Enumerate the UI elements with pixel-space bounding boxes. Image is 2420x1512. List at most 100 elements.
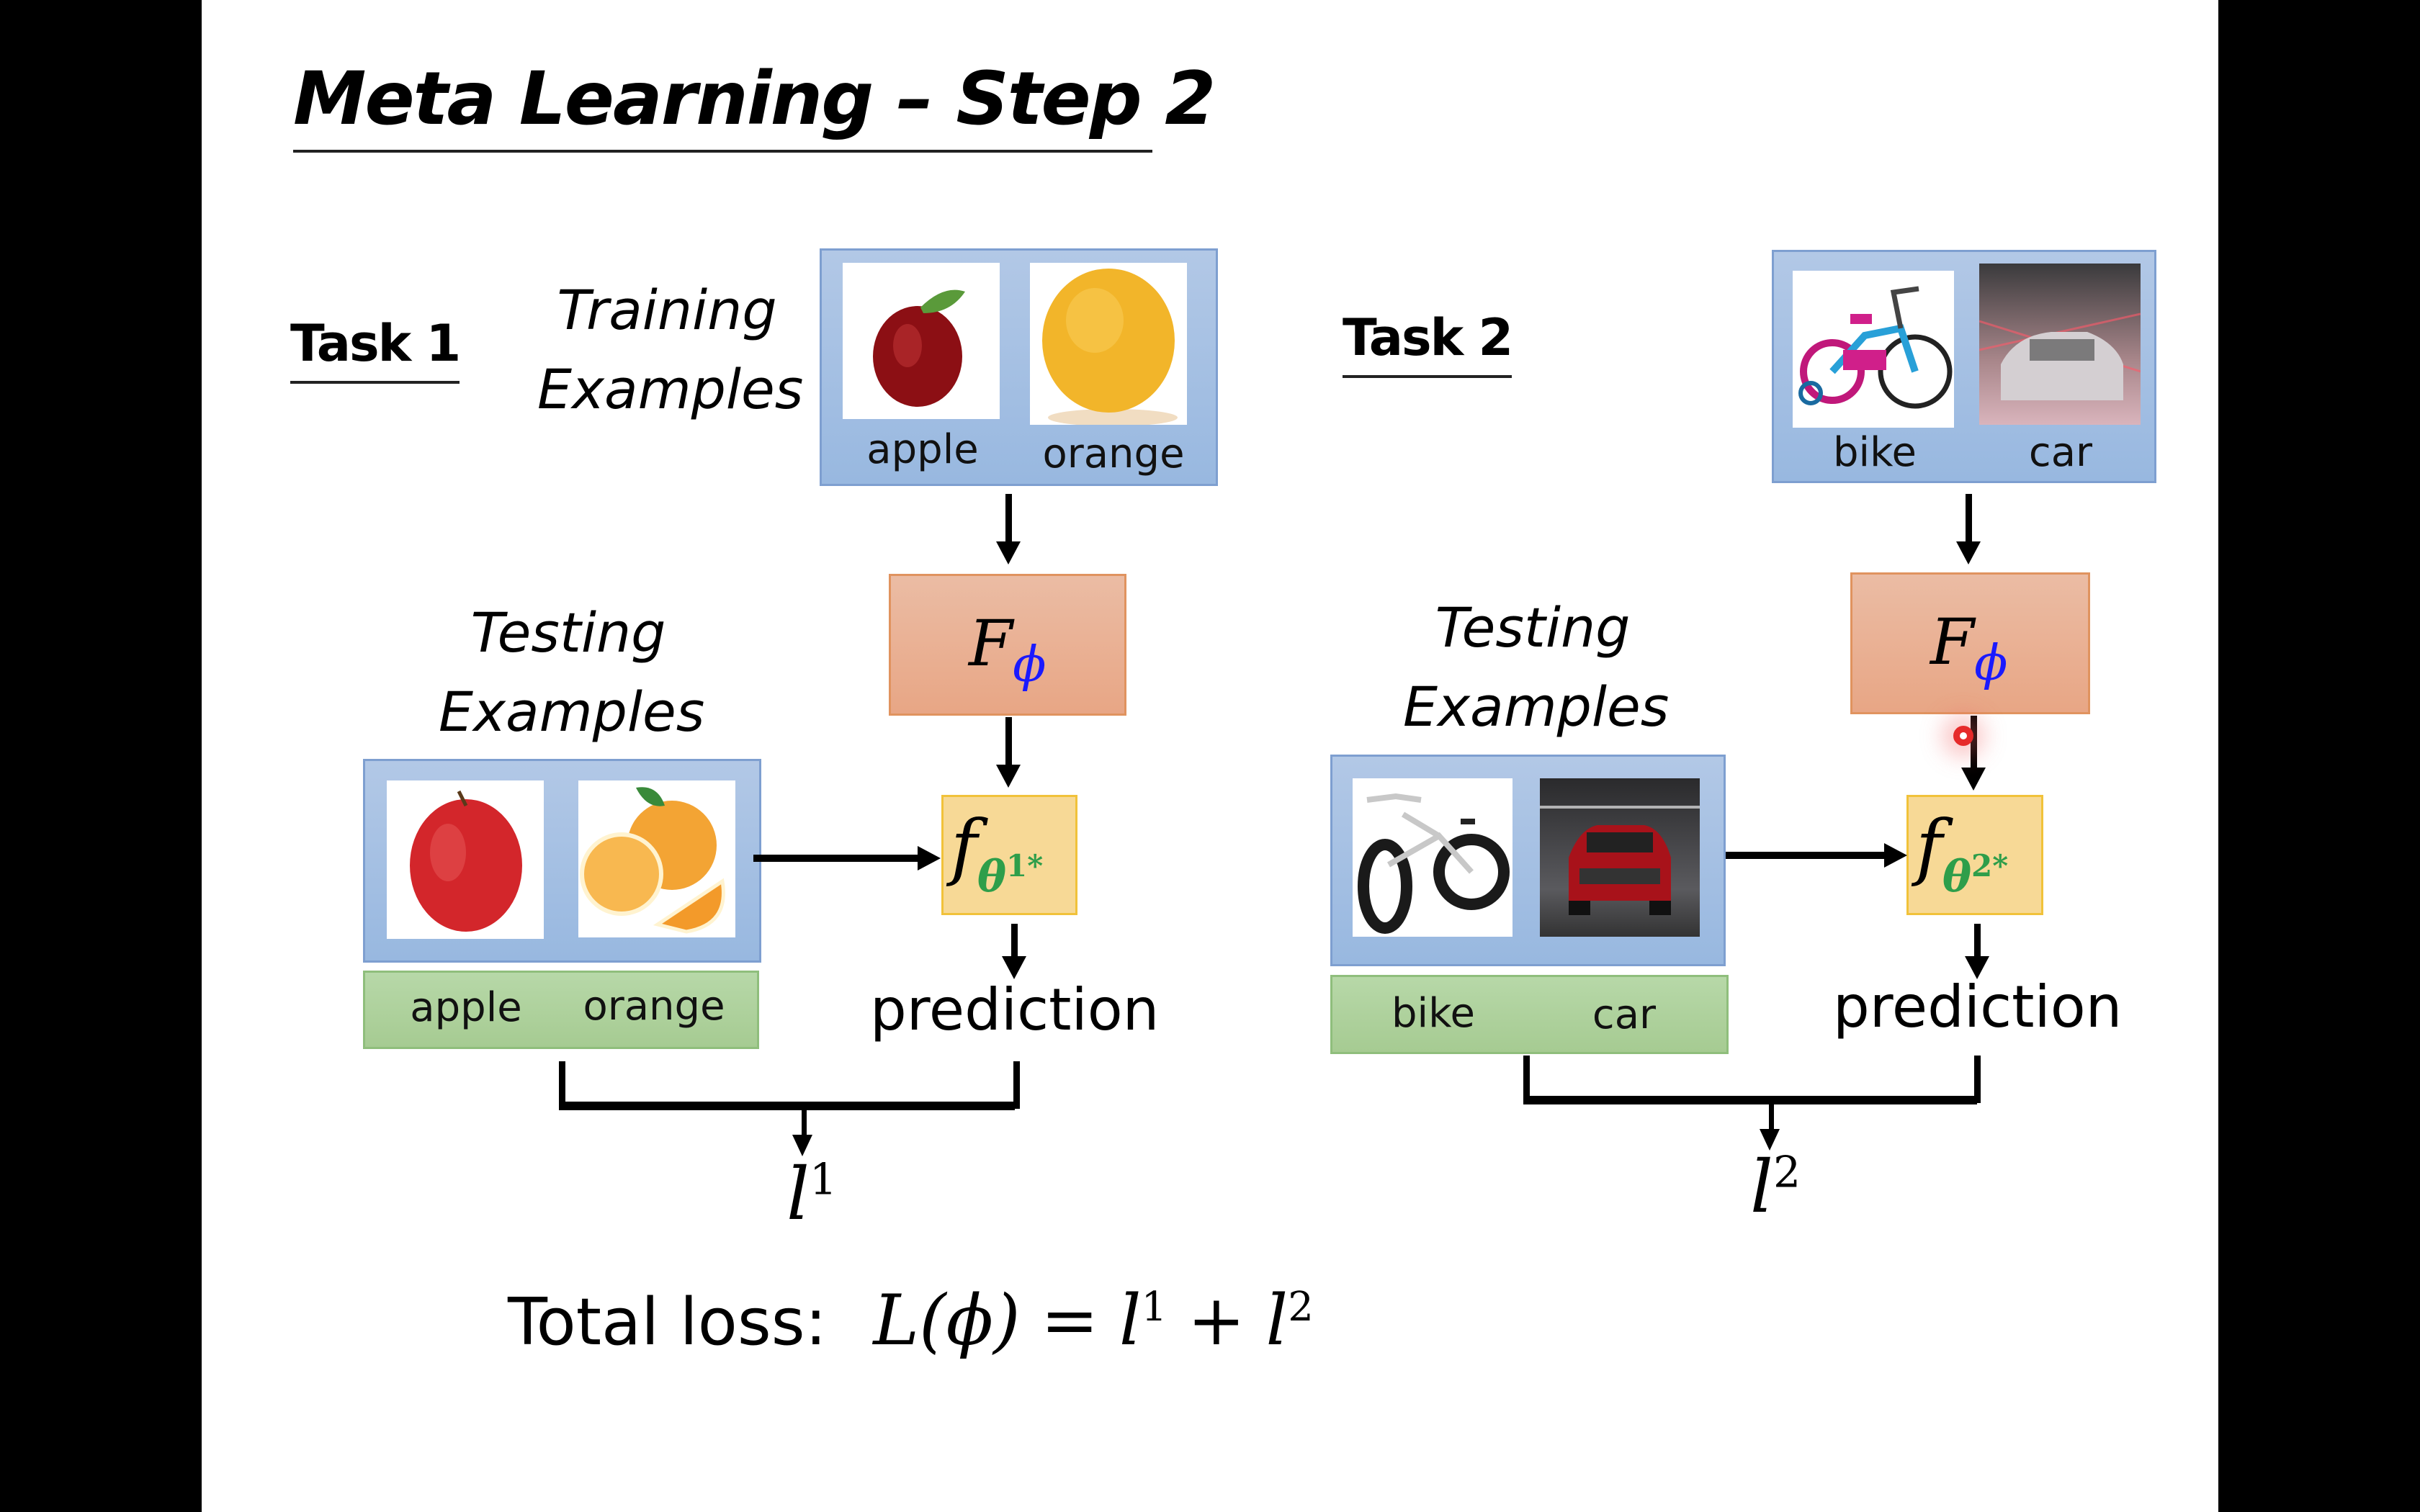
- training-label-line1: Training: [557, 278, 777, 342]
- arrow-shaft: [1726, 852, 1886, 859]
- task2-testing-label: Testing Examples: [1403, 588, 1670, 747]
- fat-tire-bike-image: [1353, 778, 1512, 937]
- whole-orange-image: [1030, 263, 1187, 425]
- task2-testing-box: [1330, 755, 1726, 966]
- loss-base: l: [1750, 1145, 1773, 1229]
- total-loss-equation: Total loss: L(ϕ) = l1 + l2: [508, 1280, 1314, 1361]
- task1-loss: l1: [786, 1152, 837, 1236]
- task1-training-box: apple orange: [820, 248, 1218, 486]
- loss-superscript: 1: [809, 1154, 838, 1205]
- arrow-down-icon: [792, 1135, 812, 1156]
- arrow-shaft: [1971, 716, 1977, 770]
- testing-label-line1: Testing: [470, 600, 666, 665]
- F-base: F: [969, 606, 1013, 680]
- arrow-shaft: [1011, 924, 1018, 960]
- testing-label-car: car: [1592, 991, 1657, 1038]
- task1-training-label: Training Examples: [537, 271, 803, 429]
- F-base: F: [1930, 605, 1975, 679]
- task2-underline: [1343, 375, 1512, 378]
- bracket-left: [1523, 1056, 1530, 1103]
- bracket-left: [559, 1061, 565, 1109]
- model-f-symbol: fθ1*: [951, 804, 1043, 902]
- theta: θ: [1942, 852, 1972, 902]
- f-base: f: [1916, 804, 1943, 888]
- theta-subscript: θ2*: [1942, 848, 2008, 902]
- arrow-right-icon: [918, 846, 941, 870]
- task1-underline: [290, 381, 460, 384]
- task2-label-bar: bike car: [1330, 975, 1729, 1054]
- arrow-down-icon: [996, 765, 1021, 788]
- term1-sup: 1: [1141, 1284, 1168, 1331]
- arrow-down-icon: [1956, 541, 1981, 564]
- sliced-orange-image: [578, 780, 735, 937]
- model-f-symbol: fθ2*: [1916, 804, 2008, 902]
- loss-superscript: 2: [1773, 1147, 1801, 1198]
- testing-label-bike: bike: [1392, 990, 1475, 1037]
- phi-subscript: ϕ: [1013, 636, 1047, 693]
- arrow-down-icon: [1965, 956, 1989, 979]
- training-label-apple: apple: [866, 426, 979, 473]
- slide: Meta Learning – Step 2 Task 1 Training E…: [202, 0, 2218, 1512]
- bracket-right: [1974, 1056, 1981, 1103]
- arrow-shaft: [1974, 924, 1981, 960]
- learner-F-symbol: Fϕ: [1930, 605, 2007, 692]
- task1-prediction: prediction: [870, 976, 1160, 1043]
- silver-car-image: [1979, 264, 2141, 425]
- task1-testing-label: Testing Examples: [439, 593, 705, 752]
- equals-sign: =: [1040, 1280, 1099, 1361]
- task1-label-bar: apple orange: [363, 971, 759, 1049]
- arrow-shaft: [1966, 494, 1972, 544]
- arrow-shaft: [1769, 1103, 1774, 1132]
- term1-base: l: [1119, 1280, 1142, 1361]
- task1-model-box: fθ1*: [941, 795, 1077, 915]
- training-label-bike: bike: [1833, 429, 1917, 476]
- term2: l2: [1266, 1280, 1314, 1361]
- apple-image: [387, 780, 544, 939]
- task2-learner-box: Fϕ: [1850, 572, 2090, 714]
- total-loss-lhs: L(ϕ): [873, 1280, 1021, 1361]
- task1-testing-box: [363, 759, 761, 963]
- theta: θ: [977, 852, 1007, 902]
- training-label-car: car: [2028, 429, 2093, 476]
- red-apple-image: [843, 263, 1000, 419]
- task2-prediction: prediction: [1833, 973, 2123, 1040]
- red-suv-image: [1540, 778, 1700, 937]
- slide-title: Meta Learning – Step 2: [293, 56, 1216, 142]
- f-base: f: [951, 804, 978, 888]
- training-label-orange: orange: [1042, 431, 1185, 477]
- arrow-down-icon: [1961, 768, 1986, 791]
- arrow-down-icon: [996, 541, 1021, 564]
- bracket-right: [1013, 1061, 1020, 1109]
- testing-label-orange: orange: [583, 983, 725, 1030]
- total-loss-label: Total loss:: [508, 1284, 827, 1360]
- task1-label: Task 1: [290, 314, 461, 373]
- bracket-bottom: [559, 1102, 1015, 1110]
- arrow-right-icon: [1884, 843, 1907, 868]
- plus-sign: +: [1187, 1280, 1246, 1361]
- learner-F-symbol: Fϕ: [969, 606, 1046, 693]
- arrow-shaft: [802, 1109, 807, 1138]
- kids-bike-image: [1793, 271, 1954, 428]
- testing-label-line2: Examples: [439, 680, 705, 744]
- arrow-down-icon: [1002, 956, 1026, 979]
- task2-label: Task 2: [1343, 308, 1513, 367]
- term1: l1: [1119, 1280, 1167, 1361]
- task1-learner-box: Fϕ: [889, 574, 1126, 716]
- task2-training-box: bike car: [1772, 250, 2156, 483]
- testing-label-apple: apple: [410, 984, 522, 1031]
- theta-superscript: 2*: [1971, 848, 2009, 883]
- loss-base: l: [786, 1152, 810, 1236]
- arrow-down-icon: [1760, 1129, 1780, 1151]
- testing-label-line1: Testing: [1435, 595, 1631, 660]
- laser-pointer-icon: [1953, 726, 1973, 746]
- term2-base: l: [1265, 1280, 1289, 1361]
- arrow-shaft: [753, 855, 919, 862]
- theta-superscript: 1*: [1006, 848, 1044, 883]
- theta-subscript: θ1*: [977, 848, 1043, 902]
- phi-subscript: ϕ: [1974, 635, 2008, 692]
- arrow-shaft: [1005, 717, 1012, 768]
- task2-model-box: fθ2*: [1906, 795, 2043, 915]
- testing-label-line2: Examples: [1403, 675, 1670, 739]
- title-underline: [293, 150, 1152, 153]
- task2-loss: l2: [1750, 1145, 1801, 1229]
